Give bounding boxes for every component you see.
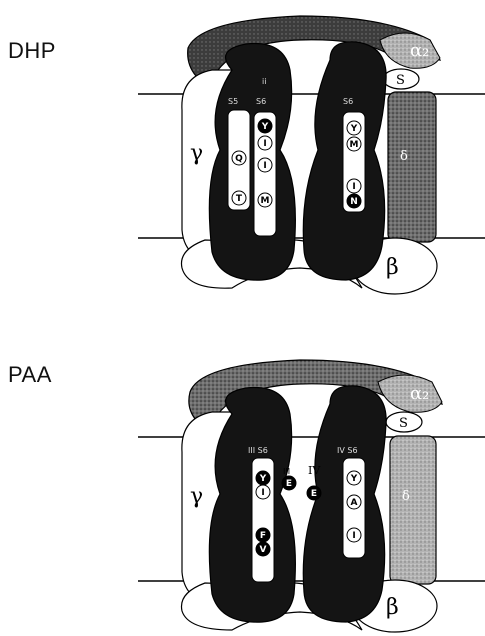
- residue-letter: Y: [350, 124, 358, 134]
- s-label: S: [396, 73, 405, 88]
- panel-dhp: α₂ S δ γ β ii S5 S6 S6 Q T: [138, 16, 485, 294]
- delta-subunit: [388, 92, 436, 242]
- domain-ii-label: ii: [262, 77, 266, 86]
- loop-label-iv: IV: [308, 464, 321, 477]
- alpha2-label: α₂: [410, 383, 429, 404]
- residue-letter: I: [263, 139, 266, 149]
- residue-letter: Y: [259, 474, 267, 484]
- residue-letter: F: [260, 531, 266, 541]
- residue-letter: T: [236, 194, 243, 204]
- segment-label-left-a: S5: [228, 97, 238, 106]
- alpha2-label: α₂: [410, 40, 429, 61]
- segment-label-left-b: S6: [256, 97, 266, 106]
- delta-label: δ: [400, 149, 408, 164]
- residue-letter: I: [352, 182, 355, 192]
- gamma-label: γ: [190, 141, 203, 166]
- segment-label-right: S6: [343, 97, 353, 106]
- s-label: S: [399, 416, 408, 431]
- beta-label: β: [386, 595, 399, 620]
- residue-letter: V: [260, 545, 267, 555]
- residue-letter: Q: [235, 154, 243, 164]
- residue-letter: A: [351, 498, 358, 508]
- beta-label: β: [386, 255, 399, 280]
- residue-letter: N: [350, 197, 358, 207]
- residue-letter: Y: [261, 122, 269, 132]
- panel-paa: α₂ S δ γ β III S6 IV S6 III IV E E Y I F…: [138, 360, 485, 632]
- residue-letter: M: [350, 140, 359, 150]
- loop-label-iii: III: [283, 467, 290, 476]
- delta-subunit: [390, 436, 436, 584]
- segment-label-iii-s6: III S6: [248, 446, 268, 455]
- gamma-label: γ: [190, 484, 203, 509]
- residue-letter: I: [352, 531, 355, 541]
- residue-letter: Y: [350, 474, 358, 484]
- delta-label: δ: [402, 489, 410, 504]
- residue-letter: E: [286, 479, 292, 489]
- residue-letter: E: [311, 489, 317, 499]
- residue-letter: M: [261, 196, 270, 206]
- residue-letter: I: [263, 161, 266, 171]
- segment-label-iv-s6: IV S6: [337, 446, 358, 455]
- residue-letter: I: [261, 488, 264, 498]
